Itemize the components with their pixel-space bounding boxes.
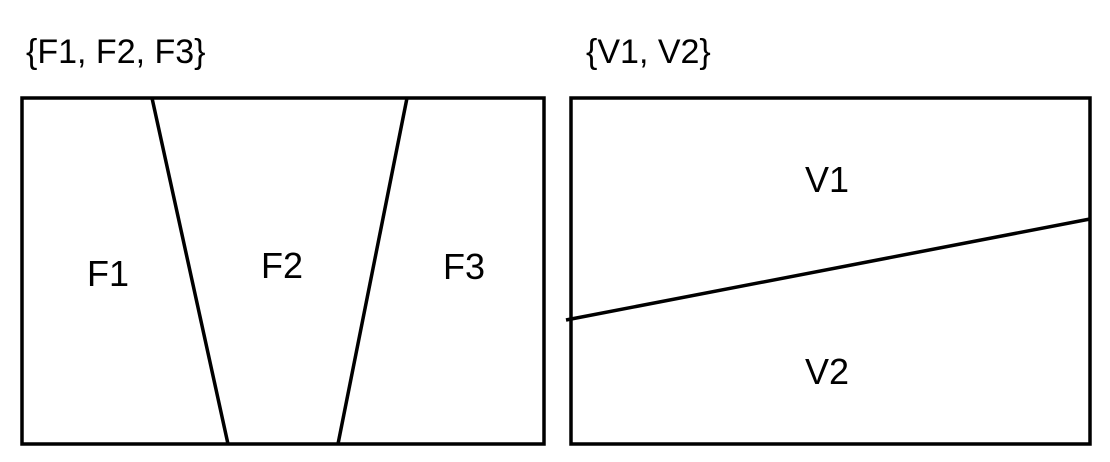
left-divider-2	[336, 97, 409, 445]
region-label-v1: V1	[805, 159, 849, 200]
right-set-label: {V1, V2}	[586, 33, 711, 71]
right-panel-frame	[569, 96, 1092, 446]
right-divider	[565, 217, 1091, 322]
region-label-v2: V2	[805, 351, 849, 392]
region-label-f1: F1	[87, 253, 129, 294]
right-panel: V1 V2	[565, 96, 1092, 446]
left-set-label: {F1, F2, F3}	[26, 33, 206, 71]
region-label-f3: F3	[443, 246, 485, 287]
left-panel: F1 F2 F3	[20, 96, 546, 446]
left-panel-frame	[20, 96, 546, 446]
left-divider-1	[150, 97, 230, 445]
region-label-f2: F2	[261, 245, 303, 286]
